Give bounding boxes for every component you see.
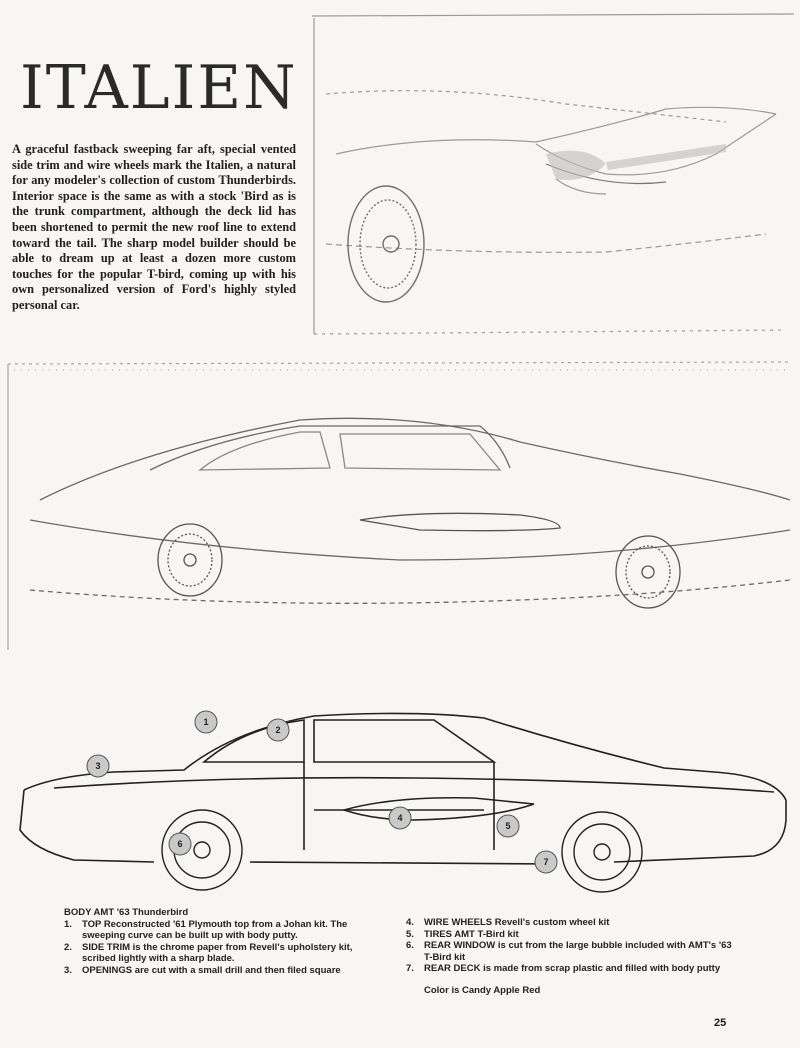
note-text: SIDE TRIM is the chrome paper from Revel… — [82, 941, 353, 965]
note-item: 3. OPENINGS are cut with a small drill a… — [64, 965, 382, 977]
callout-label-2: 2 — [275, 725, 280, 735]
note-item: 7. REAR DECK is made from scrap plastic … — [406, 963, 736, 975]
car-line-drawing: 1 2 3 4 5 6 7 — [19, 710, 787, 893]
note-text: REAR WINDOW is cut from the large bubble… — [424, 940, 732, 963]
note-item: 1. TOP Reconstructed '61 Plymouth top fr… — [64, 919, 382, 942]
callout-label-5: 5 — [505, 821, 510, 831]
note-text: WIRE WHEELS Revell's custom wheel kit — [424, 917, 610, 928]
note-item: 4. WIRE WHEELS Revell's custom wheel kit — [406, 917, 736, 929]
callout-label-7: 7 — [543, 857, 548, 867]
color-note: Color is Candy Apple Red — [424, 984, 541, 996]
note-text: REAR DECK is made from scrap plastic and… — [424, 963, 721, 974]
note-item: 2. SIDE TRIM is the chrome paper from Re… — [64, 942, 382, 965]
note-item: 5. TIRES AMT T-Bird kit — [406, 929, 736, 941]
note-item: 6. REAR WINDOW is cut from the large bub… — [406, 940, 736, 963]
callout-marker-6 — [168, 832, 192, 856]
note-number: 4. — [406, 917, 414, 928]
callout-marker-5 — [496, 814, 520, 838]
note-number: 2. — [64, 941, 72, 953]
page-title: ITALIEN — [20, 53, 298, 123]
callout-marker-1 — [194, 710, 218, 734]
car-photo-rear-view — [306, 4, 800, 344]
note-number: 3. — [64, 964, 72, 976]
note-text: OPENINGS are cut with a small drill and … — [82, 964, 341, 976]
car-photo-side-view — [0, 350, 800, 660]
callout-label-4: 4 — [397, 813, 402, 823]
note-number: 5. — [406, 928, 414, 940]
callout-marker-2 — [266, 718, 290, 742]
callout-label-3: 3 — [95, 761, 100, 771]
build-notes-left: BODY AMT '63 Thunderbird 1. TOP Reconstr… — [64, 907, 382, 976]
callout-marker-3 — [86, 754, 110, 778]
note-text: TOP Reconstructed '61 Plymouth top from … — [82, 918, 348, 942]
intro-paragraph: A graceful fastback sweeping far aft, sp… — [12, 142, 296, 312]
note-text: TIRES AMT T-Bird kit — [424, 928, 519, 940]
callout-label-1: 1 — [203, 717, 208, 727]
note-number: 7. — [406, 963, 414, 974]
callout-marker-7 — [534, 850, 558, 874]
callout-label-6: 6 — [177, 839, 182, 849]
build-notes-right: 4. WIRE WHEELS Revell's custom wheel kit… — [406, 917, 736, 996]
callout-marker-4 — [388, 806, 412, 830]
page-number: 25 — [714, 1017, 727, 1029]
note-number: 6. — [406, 940, 414, 951]
notes-heading: BODY AMT '63 Thunderbird — [64, 907, 189, 918]
note-number: 1. — [64, 918, 72, 930]
